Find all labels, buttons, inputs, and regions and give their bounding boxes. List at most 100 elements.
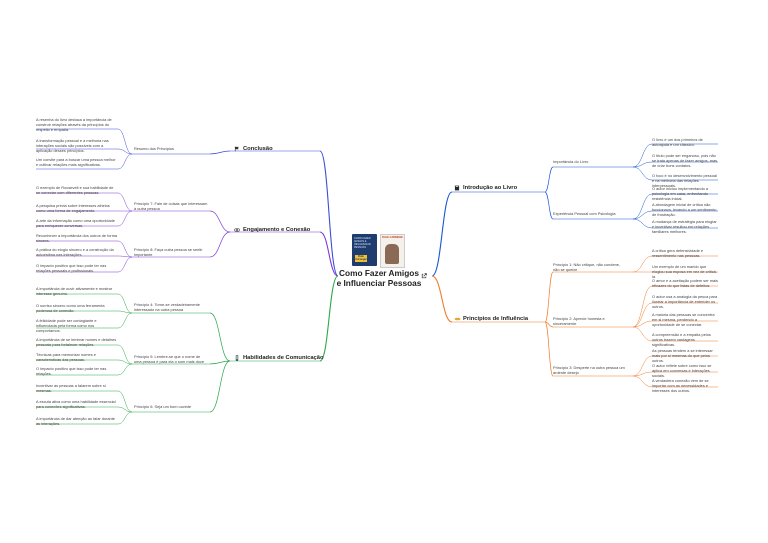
connector-line [632, 193, 653, 220]
connector-line [544, 166, 554, 193]
connector-line [544, 321, 554, 377]
leaf-conclusao-1-1[interactable]: A resenha do livro destaca a importância… [36, 117, 112, 132]
leaf-conclusao-1-3[interactable]: Um convite para a buscar uma pessoa melh… [36, 157, 116, 167]
connector-line [209, 210, 231, 233]
branch-conclusao[interactable]: Conclusão [234, 146, 273, 152]
sub-topic-habilidades-2[interactable]: Princípio 5: Lembre-se que o nome de uma… [134, 354, 205, 364]
connector-line [632, 210, 653, 220]
connector-line [632, 166, 653, 181]
connector-line [632, 285, 653, 328]
connector-line [209, 150, 231, 155]
branch-engajamento[interactable]: Engajamento e Conexão [234, 227, 310, 233]
connector-line [117, 310, 133, 314]
connector-line [632, 161, 653, 168]
book-icon [454, 185, 460, 191]
connector-line [544, 271, 554, 323]
connector-line [117, 148, 133, 155]
connector-line [544, 191, 554, 220]
leaf-habilidades-2-2[interactable]: Técnicas para memorizar nomes e caracter… [36, 352, 96, 362]
leaf-intro-2-2[interactable]: A abordagem inicial de crítica não funci… [652, 202, 717, 217]
sub-topic-engajamento-2[interactable]: Princípio 8: Faça outra pessoa se sentir… [134, 247, 203, 257]
leaf-habilidades-1-1[interactable]: A importância de ouvir ativamente e most… [36, 286, 113, 296]
branch-principios[interactable]: Princípios de Influência [454, 316, 528, 322]
leaf-habilidades-3-3[interactable]: A importância de dar atenção ao falar du… [36, 416, 115, 426]
leaf-habilidades-3-2[interactable]: A escuta ativa como uma habilidade essen… [36, 399, 116, 409]
leaf-intro-2-3[interactable]: A mudança de estratégia para elogiar e i… [652, 219, 717, 234]
leaf-intro-1-3[interactable]: O foco é no desenvolvimento pessoal e na… [652, 173, 717, 188]
branch-title: Habilidades de Comunicação [243, 355, 324, 361]
leaf-engajamento-1-3[interactable]: A arte da informação como uma oportunida… [36, 218, 115, 228]
book-cover-image-right: DALE CARNEGIE [380, 234, 405, 268]
connector-line [319, 231, 339, 277]
chain-icon [234, 227, 240, 233]
connector-line [632, 320, 653, 328]
sub-topic-habilidades-3[interactable]: Princípio 6: Seja um bom ouvinte [134, 404, 192, 409]
external-link-icon[interactable] [421, 273, 427, 281]
book-cover-image-left: COMO FAZER AMIGOS & INFLUENCIAR PESSOAS … [352, 234, 377, 266]
connector-line [632, 355, 653, 377]
leaf-principios-2-1[interactable]: O amor e a aceitação podem ser mais efic… [652, 278, 718, 288]
leaf-principios-3-1[interactable]: As pessoas tendem a se interessar mais p… [652, 348, 713, 363]
leaf-engajamento-2-1[interactable]: Reconhecer a importância dos outros de f… [36, 233, 118, 243]
connector-line [632, 371, 653, 377]
leaf-intro-1-2[interactable]: O título pode ser enganoso, pois não se … [652, 153, 718, 168]
connector-line [117, 363, 133, 376]
phone-icon [234, 355, 240, 361]
sub-topic-conclusao-1[interactable]: Resumo dos Princípios [134, 146, 175, 151]
leaf-engajamento-2-2[interactable]: A prática do elogio sincero e a construç… [36, 247, 114, 257]
branch-title: Introdução ao Livro [463, 185, 518, 191]
leaf-habilidades-1-3[interactable]: A felicidade pode ser contagiante e infl… [36, 318, 97, 333]
connector-line [209, 360, 231, 365]
leaf-habilidades-1-2[interactable]: O sorriso sincero como uma ferramenta po… [36, 303, 105, 313]
connector-line [209, 360, 231, 413]
sub-topic-principios-3[interactable]: Princípio 3: Desperte na outra pessoa um… [553, 365, 625, 375]
leaf-conclusao-1-2[interactable]: A transformação pessoal e a melhoria nas… [36, 138, 109, 153]
connector-line [117, 153, 133, 170]
sub-topic-intro-1[interactable]: Importância do Livro [553, 159, 589, 164]
connector-line [117, 255, 133, 258]
author-portrait [385, 244, 399, 264]
connector-line [117, 359, 133, 365]
book-cover-title: COMO FAZER AMIGOS & INFLUENCIAR PESSOAS [354, 237, 371, 249]
connector-line [319, 275, 339, 362]
sub-topic-principios-1[interactable]: Princípio 1: Não critique, não condene, … [553, 262, 621, 272]
leaf-principios-1-1[interactable]: A crítica gera defensividade e ressentim… [652, 248, 704, 258]
branch-title: Conclusão [243, 146, 273, 152]
leaf-habilidades-2-1[interactable]: A importância de se lembrar nomes e deta… [36, 337, 117, 347]
sub-topic-principios-2[interactable]: Princípio 2: Aprecie honesta e sincerame… [553, 316, 605, 326]
connector-line [117, 344, 133, 365]
branch-introducao[interactable]: Introdução ao Livro [454, 185, 517, 191]
leaf-principios-3-2[interactable]: O autor reflete sobre como isso se aplic… [652, 363, 712, 378]
connector-line [117, 312, 133, 329]
leaf-principios-1-2[interactable]: Um exemplo de um marido que elogiou sua … [652, 264, 718, 279]
leaf-principios-2-2[interactable]: O autor usa a analogia da pesca para ilu… [652, 294, 718, 309]
connector-line [117, 240, 133, 258]
leaf-principios-2-4[interactable]: A compreensão e a empatia pelos outros t… [652, 332, 711, 347]
connector-line [431, 275, 453, 323]
connector-line [209, 231, 231, 258]
connector-line [117, 390, 133, 413]
leaf-principios-3-3[interactable]: A verdadeira conexão vem de se importar … [652, 378, 709, 393]
connector-line [431, 191, 453, 277]
leaf-intro-1-1[interactable]: O livro é um dos primeiros de autoajuda … [652, 137, 703, 147]
flag-icon [234, 146, 240, 152]
root-topic[interactable]: Como Fazer Amigos e Influenciar Pessoas [336, 268, 422, 288]
connector-line [117, 256, 133, 273]
leaf-habilidades-2-3[interactable]: O impacto positivo que isso pode ter nas… [36, 366, 107, 376]
sub-topic-engajamento-1[interactable]: Princípio 7: Fale de coisas que interess… [134, 201, 208, 211]
sub-topic-habilidades-1[interactable]: Princípio 4: Torne-se verdadeiramente in… [134, 302, 200, 312]
connector-line [209, 312, 231, 362]
sub-topic-intro-2[interactable]: Experiência Pessoal com Psicologia [553, 211, 616, 216]
handshake-icon [454, 316, 461, 322]
branch-habilidades[interactable]: Habilidades de Comunicação [234, 355, 324, 361]
connector-line [319, 150, 339, 277]
leaf-habilidades-3-1[interactable]: Incentivar as pessoas a falarem sobre si… [36, 383, 106, 393]
leaf-engajamento-1-1[interactable]: O exemplo de Roosevelt e sua habilidade … [36, 185, 114, 195]
book-cover-author: DALE CARNEGIE [382, 236, 403, 239]
leaf-engajamento-2-3[interactable]: O impacto positivo que isso pode ter nas… [36, 263, 107, 273]
leaf-intro-2-1[interactable]: O autor iniciou implementando a psicolog… [652, 186, 709, 201]
leaf-principios-2-3[interactable]: A maioria das pessoas se concentra em si… [652, 312, 715, 327]
leaf-engajamento-1-2[interactable]: A pesquisa prévia sobre interesses alhei… [36, 203, 110, 213]
